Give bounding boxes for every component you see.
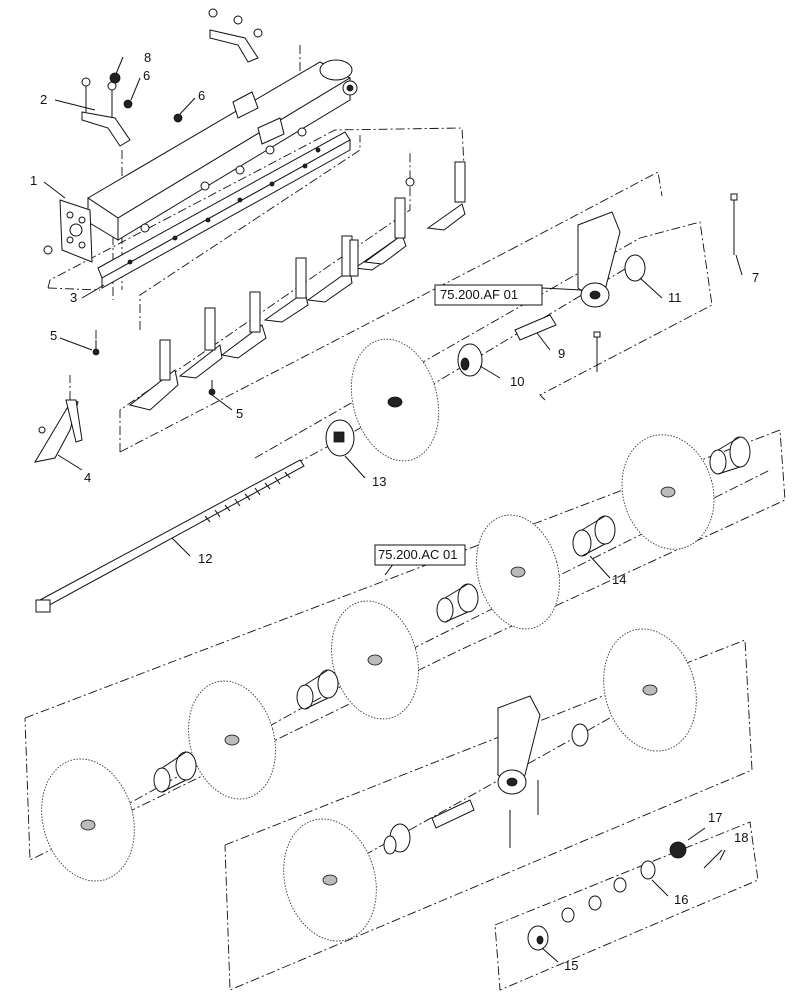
bearing-parts [325, 254, 646, 829]
scraper-single [33, 399, 83, 463]
reference-af-label: 75.200.AF 01 [440, 287, 518, 302]
callout-1: 1 [30, 173, 37, 188]
leader-lines [43, 56, 743, 963]
callout-13: 13 [372, 474, 386, 489]
nut-items [43, 72, 415, 255]
callout-6-left: 6 [143, 68, 150, 83]
clamp-bracket-right [208, 8, 263, 63]
hardware-set [527, 841, 723, 951]
shaft-thread [204, 471, 291, 523]
callout-7: 7 [752, 270, 759, 285]
callout-5-upper: 5 [50, 328, 57, 343]
callout-5-lower: 5 [236, 406, 243, 421]
callout-16: 16 [674, 892, 688, 907]
callout-17: 17 [708, 810, 722, 825]
callout-6-right: 6 [198, 88, 205, 103]
callout-2: 2 [40, 92, 47, 107]
callout-4: 4 [84, 470, 91, 485]
callout-9: 9 [558, 346, 565, 361]
scraper-bar [97, 131, 351, 289]
callout-8: 8 [144, 50, 151, 65]
reference-box-ac[interactable]: 75.200.AC 01 [374, 544, 466, 566]
bearing-hanger-lower [497, 695, 541, 848]
callout-12: 12 [198, 551, 212, 566]
callout-18: 18 [734, 830, 748, 845]
disc-blades [41, 338, 715, 942]
bar-holes [127, 147, 321, 265]
callout-labels: 1 2 3 4 5 5 6 6 7 8 9 10 11 12 13 14 15 … [30, 50, 759, 973]
callout-10: 10 [510, 374, 524, 389]
frame-bar [59, 59, 358, 263]
reference-ac-label: 75.200.AC 01 [378, 547, 458, 562]
scraper-blades [128, 161, 466, 411]
reference-box-af[interactable]: 75.200.AF 01 [434, 284, 543, 306]
callout-11: 11 [668, 290, 682, 305]
bolts [92, 193, 738, 396]
clamp-bracket-left [81, 77, 131, 147]
spacer-spools [153, 436, 751, 855]
callout-3: 3 [70, 290, 77, 305]
callout-15: 15 [564, 958, 578, 973]
gang-shaft [35, 459, 305, 613]
bearing-hanger-upper [577, 211, 621, 308]
callout-14: 14 [612, 572, 626, 587]
